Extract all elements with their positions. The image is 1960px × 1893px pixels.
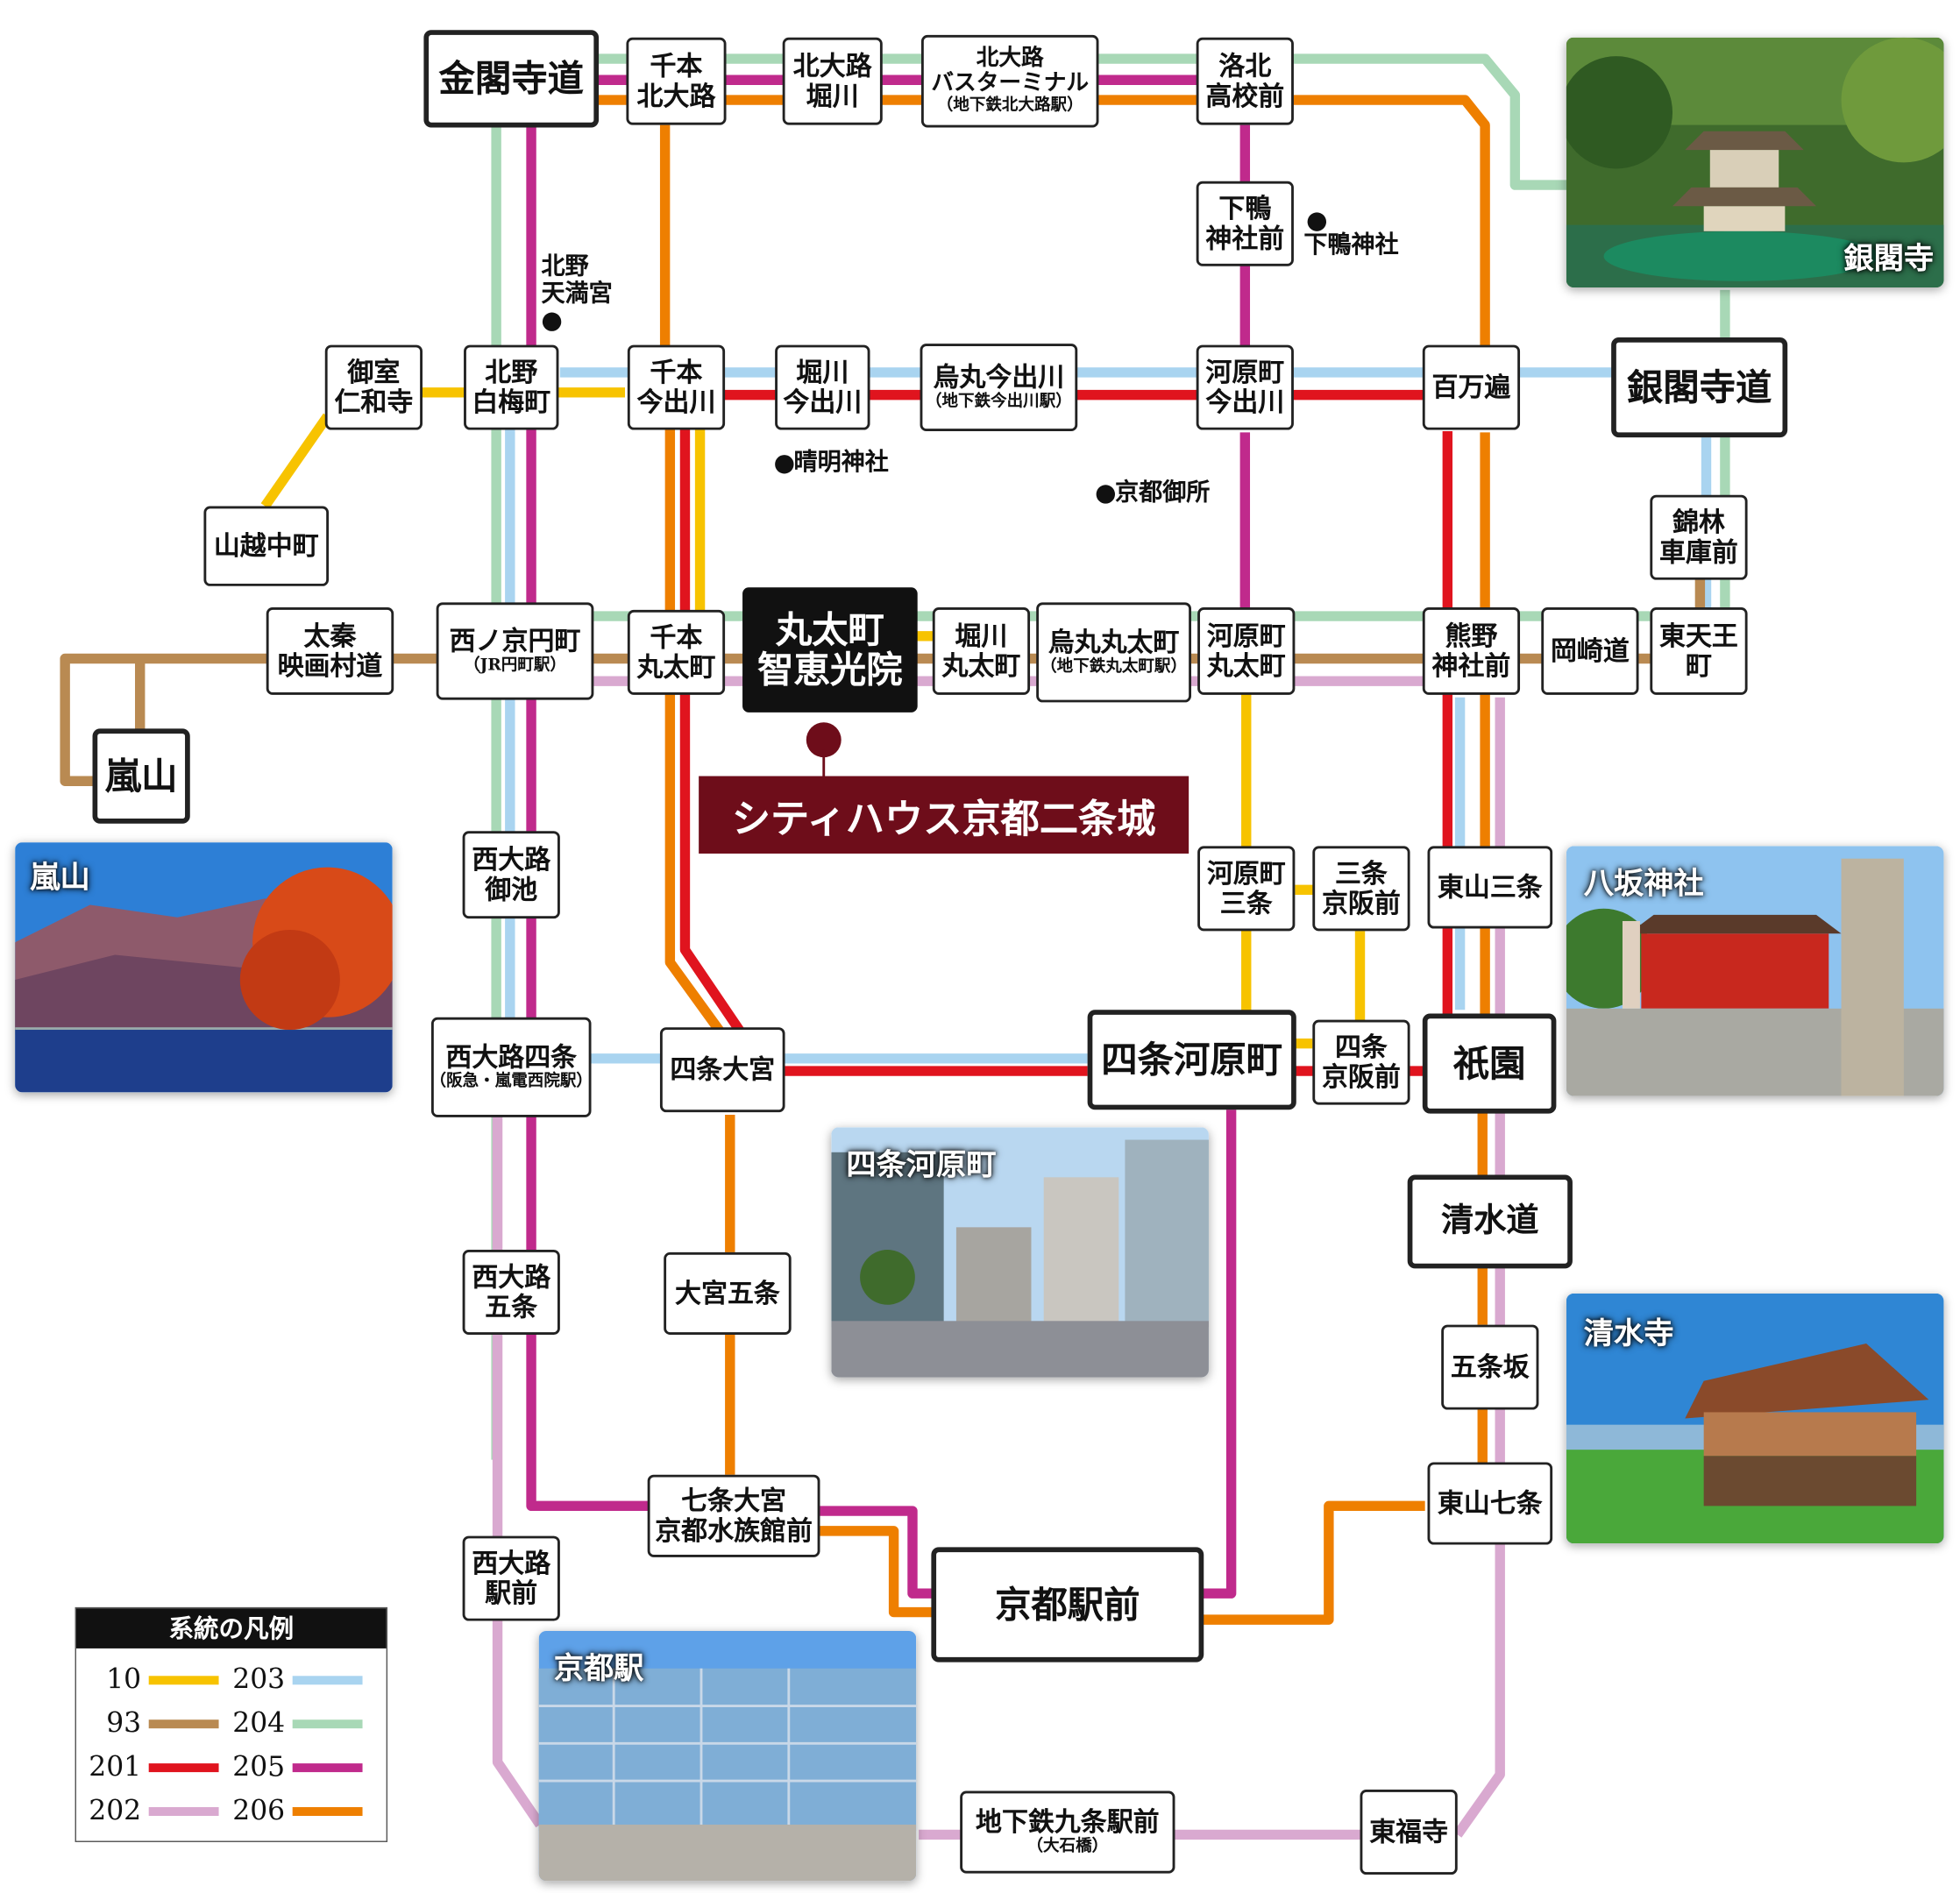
legend-item: 204	[232, 1708, 363, 1740]
station-kinrin-shako[interactable]: 錦林車庫前	[1650, 494, 1748, 580]
station-kawaramachi-sanjo[interactable]: 河原町三条	[1197, 846, 1296, 932]
station-karasuma-imadegawa[interactable]: 烏丸今出川（地下鉄今出川駅）	[920, 344, 1078, 431]
photo-kyoto-eki: 京都駅	[538, 1630, 917, 1882]
photo-ginkakuji: 銀閣寺	[1566, 37, 1944, 287]
station-kawaramachi-marutamachi[interactable]: 河原町丸太町	[1197, 607, 1296, 695]
route-206-line	[820, 1526, 935, 1618]
station-kitaoji-horikawa[interactable]: 北大路堀川	[782, 37, 883, 125]
station-uzumasa-eigamura[interactable]: 太秦映画村道	[266, 607, 394, 695]
station-rakuhoku-koko[interactable]: 洛北高校前	[1196, 37, 1294, 125]
station-kitaoji-bus-terminal[interactable]: 北大路バスターミナル（地下鉄北大路駅）	[920, 34, 1099, 128]
route-legend: 系統の凡例 10 93 201 202 203 204 205 206	[75, 1606, 388, 1842]
station-senbon-kitaoji[interactable]: 千本北大路	[626, 37, 727, 125]
station-omuro-ninnaji[interactable]: 御室仁和寺	[324, 344, 423, 430]
legend-item: 206	[232, 1796, 363, 1827]
station-kujo[interactable]: 地下鉄九条駅前（大石橋）	[960, 1790, 1175, 1874]
photo-label: 八坂神社	[1583, 864, 1704, 902]
station-kawaramachi-imadegawa[interactable]: 河原町今出川	[1196, 344, 1294, 430]
station-senbon-imadegawa[interactable]: 千本今出川	[627, 344, 726, 430]
station-nishioji-oike[interactable]: 西大路御池	[462, 831, 560, 919]
station-nishinokyo-enmachi[interactable]: 西ノ京円町（JR円町駅）	[436, 602, 594, 700]
station-nishioji-shijo[interactable]: 西大路四条（阪急・嵐電西院駅）	[430, 1017, 593, 1117]
station-horikawa-imadegawa[interactable]: 堀川今出川	[775, 344, 870, 430]
route-10-line	[260, 413, 332, 509]
legend-title: 系統の凡例	[75, 1608, 387, 1648]
photo-label: 京都駅	[553, 1649, 644, 1686]
station-gojozaka[interactable]: 五条坂	[1441, 1324, 1539, 1410]
station-higashiyama-sanjo[interactable]: 東山三条	[1427, 846, 1553, 929]
route-201-line	[679, 424, 744, 1034]
legend-item: 201	[89, 1752, 219, 1783]
route-205-line	[526, 124, 650, 1512]
photo-label: 四条河原町	[846, 1145, 997, 1183]
legend-item: 205	[232, 1752, 363, 1783]
photo-arashiyama: 嵐山	[15, 842, 393, 1093]
gosho-dot	[1096, 484, 1116, 503]
station-horikawa-marutamachi[interactable]: 堀川丸太町	[932, 607, 1031, 695]
station-kinkakuji-michi[interactable]: 金閣寺道	[423, 30, 600, 128]
legend-item: 202	[89, 1796, 219, 1827]
station-tofukuji[interactable]: 東福寺	[1360, 1790, 1458, 1875]
route-206-line	[1202, 1500, 1425, 1625]
station-nishioji-ekimae[interactable]: 西大路駅前	[462, 1535, 560, 1621]
station-arashiyama[interactable]: 嵐山	[92, 728, 190, 824]
station-kyoto-ekimae[interactable]: 京都駅前	[931, 1547, 1204, 1663]
station-shimogamo[interactable]: 下鴨神社前	[1196, 181, 1294, 266]
station-yamagoe-nakamachi[interactable]: 山越中町	[203, 506, 330, 586]
photo-label: 嵐山	[30, 858, 90, 896]
station-okazaki-michi[interactable]: 岡崎道	[1541, 607, 1639, 695]
landmark-seimei-jinja: 晴明神社	[775, 449, 889, 477]
station-marutamachi-chiekoin[interactable]: 丸太町智恵光院	[742, 587, 918, 713]
station-shijo-omiya[interactable]: 四条大宮	[659, 1027, 785, 1113]
route-206-line	[597, 95, 1490, 348]
station-higashiyama-shichijo[interactable]: 東山七条	[1427, 1462, 1553, 1545]
station-shijo-kawaramachi[interactable]: 四条河原町	[1087, 1010, 1296, 1110]
station-higashitenno-cho[interactable]: 東天王町	[1650, 607, 1748, 695]
photo-label: 銀閣寺	[1843, 239, 1935, 277]
route-206-line	[664, 424, 727, 1039]
photo-shijo-kawaramachi: 四条河原町	[831, 1127, 1209, 1378]
route-204-line	[597, 53, 1575, 190]
photo-kiyomizudera: 清水寺	[1566, 1293, 1944, 1544]
photo-label: 清水寺	[1583, 1315, 1674, 1351]
landmark-kitano-tenmangu: 北野天満宮	[541, 252, 613, 308]
seimei-dot	[775, 454, 794, 473]
property-pin-stem	[822, 749, 826, 777]
station-ginkakuji-michi[interactable]: 銀閣寺道	[1611, 337, 1788, 438]
legend-item: 10	[89, 1664, 219, 1696]
station-sanjo-keihan[interactable]: 三条京阪前	[1312, 846, 1410, 932]
property-banner: シティハウス京都二条城	[699, 776, 1189, 854]
station-nishioji-gojo[interactable]: 西大路五条	[462, 1250, 560, 1335]
station-shichijo-omiya[interactable]: 七条大宮京都水族館前	[647, 1474, 820, 1557]
shimogamo-jinja-dot	[1307, 212, 1327, 231]
kitano-tenmangu-dot	[542, 312, 562, 331]
station-omiya-gojo[interactable]: 大宮五条	[664, 1251, 792, 1335]
station-hyakumanben[interactable]: 百万遍	[1422, 344, 1521, 430]
route-205-line	[820, 1506, 935, 1599]
station-karasuma-marutamachi[interactable]: 烏丸丸太町（地下鉄丸太町駅）	[1036, 602, 1191, 703]
photo-yasaka: 八坂神社	[1566, 846, 1944, 1096]
station-gion[interactable]: 祇園	[1422, 1013, 1557, 1114]
station-shijo-keihan[interactable]: 四条京阪前	[1312, 1019, 1410, 1105]
station-kitano-hakubaicho[interactable]: 北野白梅町	[464, 344, 559, 430]
station-kumano-jinja[interactable]: 熊野神社前	[1422, 607, 1521, 695]
legend-item: 203	[232, 1664, 363, 1696]
station-senbon-marutamachi[interactable]: 千本丸太町	[627, 609, 726, 695]
legend-item: 93	[89, 1708, 219, 1740]
landmark-shimogamo-jinja: 下鴨神社	[1303, 230, 1399, 259]
route-205-line	[1202, 1110, 1237, 1599]
station-kiyomizu-michi[interactable]: 清水道	[1407, 1174, 1573, 1269]
landmark-kyoto-gosho: 京都御所	[1096, 479, 1210, 507]
